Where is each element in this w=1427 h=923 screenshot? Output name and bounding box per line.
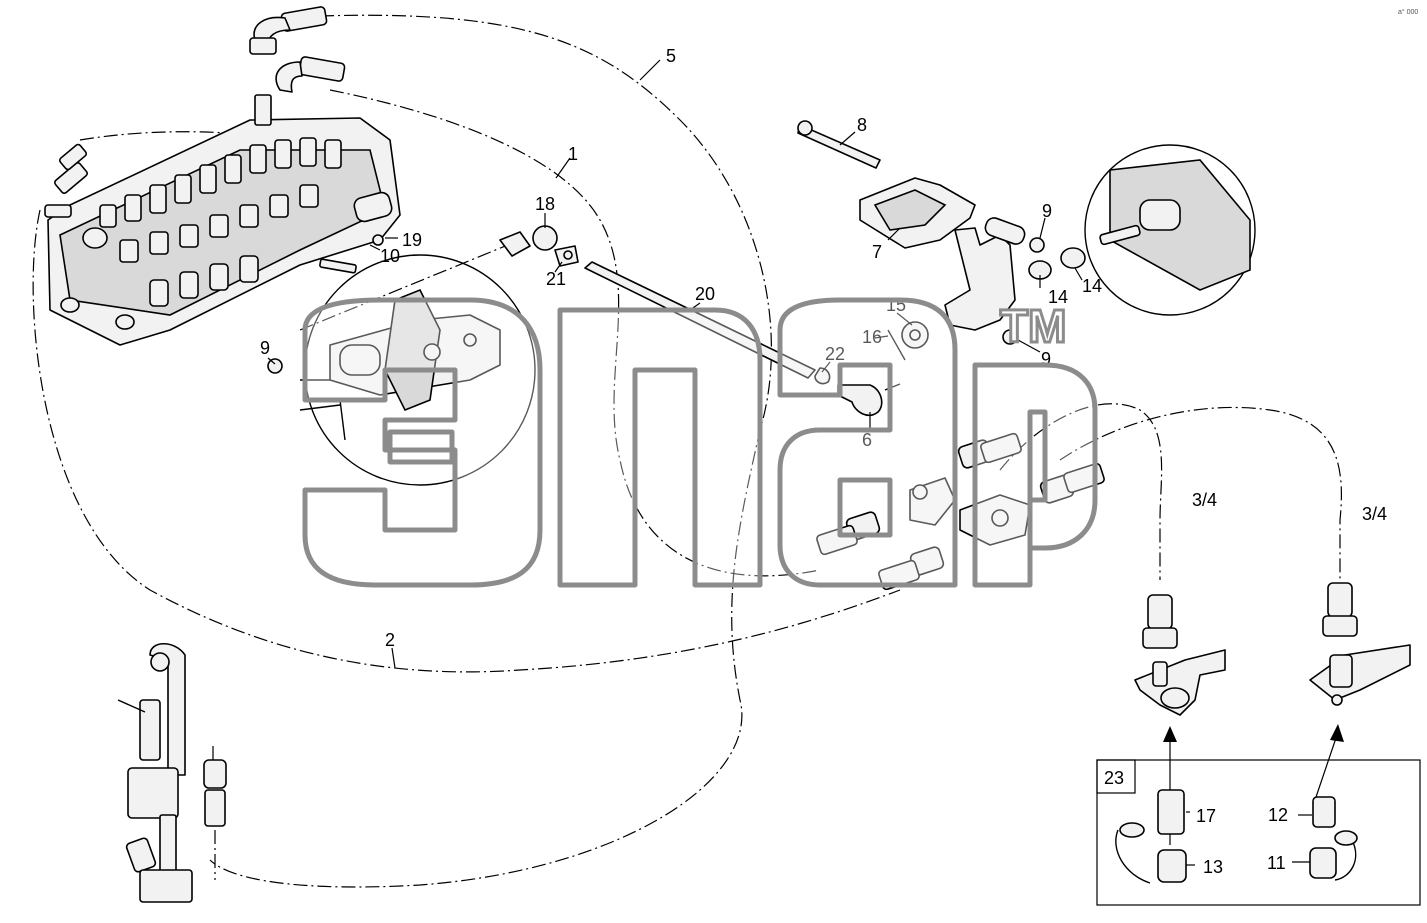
hose-1 bbox=[329, 89, 821, 577]
callout-9-top: 9 bbox=[1042, 201, 1052, 221]
callout-10: 10 bbox=[380, 246, 400, 266]
corner-mark: a° 000 bbox=[1398, 8, 1418, 16]
callout-14-right: 14 bbox=[1082, 276, 1102, 296]
callout-6: 6 bbox=[862, 430, 872, 450]
control-valve-block bbox=[44, 6, 401, 374]
callout-5: 5 bbox=[666, 46, 676, 66]
bottom-left-pipe bbox=[117, 642, 227, 903]
callout-17: 17 bbox=[1196, 806, 1216, 826]
callout-13: 13 bbox=[1203, 857, 1223, 877]
callout-14-left: 14 bbox=[1048, 287, 1068, 307]
callout-21: 21 bbox=[546, 269, 566, 289]
callout-1: 1 bbox=[568, 144, 578, 164]
callout-19: 19 bbox=[402, 230, 422, 250]
watermark-trademark: TM bbox=[1000, 300, 1066, 352]
callout-9-right: 9 bbox=[1041, 349, 1051, 369]
valve-spools bbox=[99, 137, 342, 307]
callout-2: 2 bbox=[385, 630, 395, 650]
callout-16: 16 bbox=[862, 327, 882, 347]
arrow-up-right bbox=[1330, 724, 1344, 742]
callout-7: 7 bbox=[872, 242, 882, 262]
callout-11: 11 bbox=[1267, 853, 1286, 873]
hose-34-left bbox=[999, 403, 1163, 580]
callout-3-4-right: 3/4 bbox=[1362, 504, 1387, 524]
hose-34-right bbox=[1059, 406, 1342, 580]
kit-box-23 bbox=[1096, 724, 1421, 906]
callout-18: 18 bbox=[535, 194, 555, 214]
callout-9-left: 9 bbox=[260, 338, 270, 358]
watermark-logo: TM bbox=[302, 297, 1098, 588]
hose-bottom-link bbox=[212, 745, 216, 880]
quick-coupler-left bbox=[1134, 594, 1226, 716]
top-hose-fittings bbox=[44, 6, 346, 218]
leader-lines bbox=[267, 59, 1312, 866]
hose-pivot-link bbox=[299, 239, 521, 331]
arrow-up-left bbox=[1163, 726, 1177, 742]
callout-12: 12 bbox=[1268, 805, 1288, 825]
quick-coupler-right bbox=[1309, 582, 1411, 706]
callout-3-4-left: 3/4 bbox=[1192, 490, 1217, 510]
coupler-manifolds bbox=[816, 432, 1105, 591]
detail-view-pin bbox=[1084, 144, 1256, 316]
callout-22: 22 bbox=[825, 344, 845, 364]
callout-8: 8 bbox=[857, 115, 867, 135]
hose-5 bbox=[209, 14, 773, 888]
callout-20: 20 bbox=[695, 284, 715, 304]
callout-23: 23 bbox=[1104, 768, 1124, 788]
